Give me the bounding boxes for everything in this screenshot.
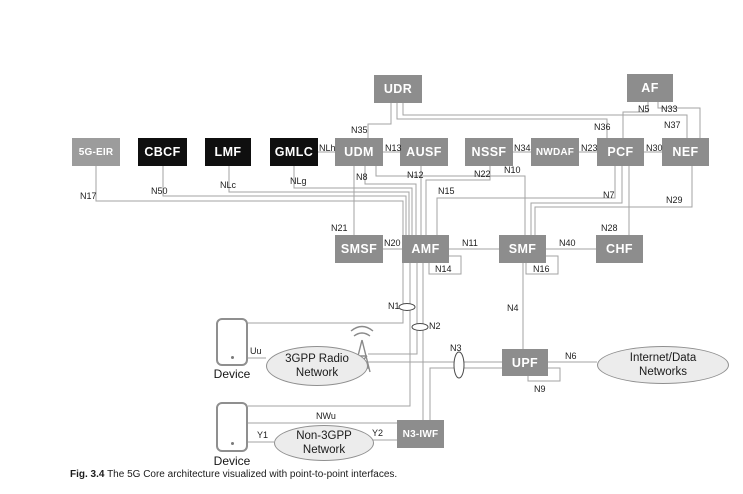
interface-label-n23: N23	[581, 143, 598, 153]
interface-label-n21: N21	[331, 223, 348, 233]
interface-label-n35: N35	[351, 125, 368, 135]
interface-label-n30: N30	[646, 143, 663, 153]
interface-label-n22: N22	[474, 169, 491, 179]
interface-label-n17: N17	[80, 191, 97, 201]
node-nssf: NSSF	[465, 138, 513, 166]
node-gmlc: GMLC	[270, 138, 318, 166]
interface-label-n12: N12	[407, 170, 424, 180]
interface-label-n13: N13	[385, 143, 402, 153]
interface-label-n50: N50	[151, 186, 168, 196]
node-5g-eir: 5G-EIR	[72, 138, 120, 166]
interface-label-n29: N29	[666, 195, 683, 205]
node-smf: SMF	[499, 235, 546, 263]
node-amf: AMF	[402, 235, 449, 263]
interface-label-n9: N9	[534, 384, 546, 394]
device-1-icon	[216, 318, 248, 366]
node-n3-iwf: N3-IWF	[397, 420, 444, 448]
interface-label-nwu: NWu	[316, 411, 336, 421]
node-ausf: AUSF	[400, 138, 448, 166]
node-pcf: PCF	[597, 138, 644, 166]
interface-group-ellipses	[398, 303, 465, 379]
device-1-label: Device	[213, 367, 251, 381]
figure-number: Fig. 3.4	[70, 469, 105, 480]
interface-label-n36: N36	[594, 122, 611, 132]
interface-label-y1: Y1	[257, 430, 269, 440]
interface-label-n5: N5	[638, 104, 650, 114]
interface-label-n34: N34	[514, 143, 531, 153]
interface-label-n2: N2	[429, 321, 441, 331]
interface-label-n3: N3	[450, 343, 462, 353]
node-af: AF	[627, 74, 673, 102]
node-cbcf: CBCF	[138, 138, 187, 166]
interface-label-y2: Y2	[372, 428, 384, 438]
interface-label-n40: N40	[559, 238, 576, 248]
interface-label-n20: N20	[384, 238, 401, 248]
node-lmf: LMF	[205, 138, 251, 166]
interface-label-n33: N33	[661, 104, 678, 114]
node-smsf: SMSF	[335, 235, 383, 263]
interface-label-n37: N37	[664, 120, 681, 130]
interface-label-nlc: NLc	[220, 180, 237, 190]
interface-label-nlh: NLh	[319, 143, 336, 153]
interface-label-n14: N14	[435, 264, 452, 274]
node-upf: UPF	[502, 349, 548, 376]
interface-label-uu: Uu	[250, 346, 262, 356]
node-chf: CHF	[596, 235, 643, 263]
interface-label-n16: N16	[533, 264, 550, 274]
node-udr: UDR	[374, 75, 422, 103]
interface-label-n6: N6	[565, 351, 577, 361]
device-2-icon	[216, 402, 248, 452]
interface-label-n1: N1	[388, 301, 400, 311]
device-2-label: Device	[213, 454, 251, 468]
interface-label-n11: N11	[462, 238, 478, 248]
interface-label-n7: N7	[603, 190, 615, 200]
interface-label-n15: N15	[438, 186, 455, 196]
interface-label-n4: N4	[507, 303, 519, 313]
interface-label-nlg: NLg	[290, 176, 307, 186]
node-nwdaf: NWDAF	[531, 138, 579, 166]
interface-label-n8: N8	[356, 172, 368, 182]
node-udm: UDM	[335, 138, 383, 166]
interface-label-n28: N28	[601, 223, 618, 233]
figure-caption-text: The 5G Core architecture visualized with…	[107, 469, 398, 480]
interface-label-n10: N10	[504, 165, 521, 175]
node-nef: NEF	[662, 138, 709, 166]
figure-caption: Fig. 3.4 The 5G Core architecture visual…	[70, 469, 397, 480]
